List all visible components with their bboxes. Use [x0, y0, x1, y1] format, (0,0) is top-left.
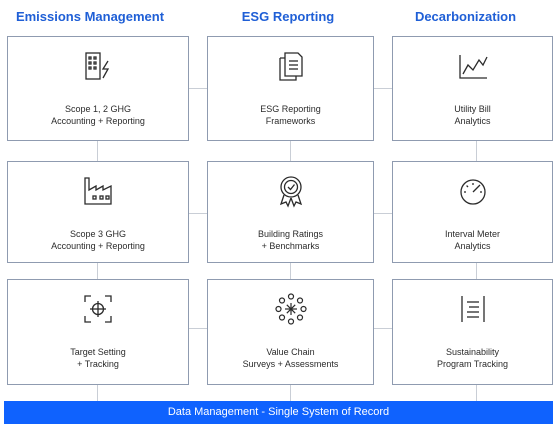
- connector-line: [476, 141, 477, 161]
- connector-line: [97, 141, 98, 161]
- card-label-line: + Tracking: [77, 359, 119, 369]
- connector-line: [290, 385, 291, 401]
- building-lightning-icon: [85, 52, 110, 80]
- card-label-line: Utility Bill: [454, 104, 491, 114]
- card-label-line: Target Setting: [70, 347, 126, 357]
- connector-line: [373, 328, 392, 329]
- documents-icon: [278, 52, 303, 81]
- card-building-ratings: Building Ratings + Benchmarks: [207, 161, 374, 263]
- connector-line: [476, 385, 477, 401]
- badge-check-icon: [279, 176, 302, 208]
- card-label-line: + Benchmarks: [261, 241, 320, 251]
- connector-line: [373, 213, 392, 214]
- connector-line: [188, 213, 207, 214]
- network-nodes-icon: [274, 293, 307, 325]
- column-header-emissions-management: Emissions Management: [15, 9, 165, 24]
- connector-line: [290, 263, 291, 279]
- card-label-line: Frameworks: [265, 116, 316, 126]
- card-utility-bill-analytics: Utility Bill Analytics: [392, 36, 553, 141]
- card-label-line: Scope 1, 2 GHG: [64, 104, 132, 114]
- card-label-line: Surveys + Assessments: [242, 359, 339, 369]
- card-label-line: ESG Reporting: [260, 104, 321, 114]
- card-label-line: Analytics: [454, 116, 491, 126]
- card-label-line: Interval Meter: [444, 229, 501, 239]
- card-label-line: Value Chain: [266, 347, 315, 357]
- target-crosshair-icon: [84, 295, 112, 323]
- connector-line: [188, 88, 207, 89]
- connector-line: [188, 328, 207, 329]
- connector-line: [476, 263, 477, 279]
- card-esg-reporting-frameworks: ESG Reporting Frameworks: [207, 36, 374, 141]
- factory-icon: [84, 177, 112, 205]
- list-document-icon: [460, 296, 485, 322]
- card-label-line: Program Tracking: [436, 359, 509, 369]
- column-header-decarbonization: Decarbonization: [414, 9, 517, 24]
- card-label-line: Accounting + Reporting: [51, 116, 145, 126]
- card-value-chain: Value Chain Surveys + Assessments: [207, 279, 374, 385]
- card-sustainability-program-tracking: Sustainability Program Tracking: [392, 279, 553, 385]
- card-label-line: Analytics: [454, 241, 491, 251]
- connector-line: [290, 141, 291, 161]
- data-management-bar: Data Management - Single System of Recor…: [4, 401, 553, 424]
- card-label-line: Scope 3 GHG: [69, 229, 127, 239]
- card-scope-3-ghg: Scope 3 GHG Accounting + Reporting: [7, 161, 189, 263]
- gauge-icon: [459, 179, 486, 205]
- connector-line: [97, 263, 98, 279]
- card-scope-1-2-ghg: Scope 1, 2 GHG Accounting + Reporting: [7, 36, 189, 141]
- card-label-line: Sustainability: [445, 347, 500, 357]
- line-chart-icon: [458, 55, 488, 79]
- connector-line: [373, 88, 392, 89]
- card-interval-meter-analytics: Interval Meter Analytics: [392, 161, 553, 263]
- connector-line: [97, 385, 98, 401]
- column-header-esg-reporting: ESG Reporting: [241, 9, 335, 24]
- card-target-setting: Target Setting + Tracking: [7, 279, 189, 385]
- card-label-line: Building Ratings: [257, 229, 324, 239]
- card-label-line: Accounting + Reporting: [51, 241, 145, 251]
